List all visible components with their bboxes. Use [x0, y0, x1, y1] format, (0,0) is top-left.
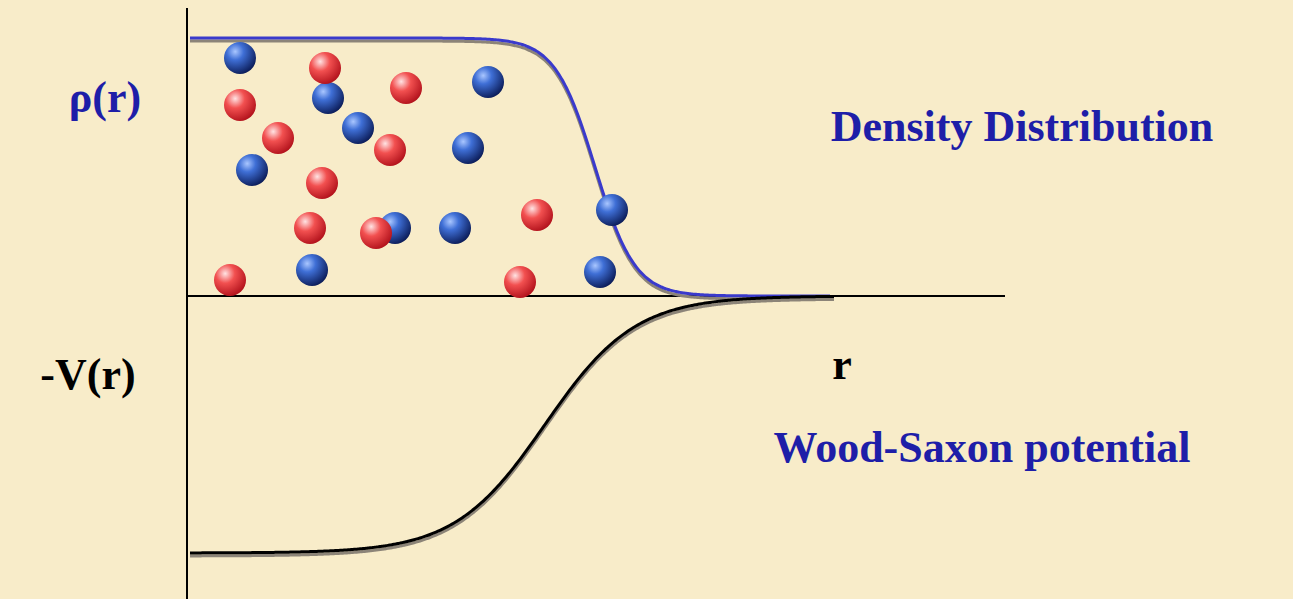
neutron-ball: [439, 212, 471, 244]
axis-label: Density Distribution: [831, 103, 1214, 151]
axis-label: r: [832, 341, 852, 389]
neutron-ball: [452, 132, 484, 164]
density-curve: [190, 38, 830, 296]
curve-shadow: [190, 41, 830, 299]
neutron-ball: [596, 194, 628, 226]
potential-curve: [190, 296, 834, 552]
neutron-ball: [296, 254, 328, 286]
proton-ball: [224, 89, 256, 121]
neutron-ball: [342, 112, 374, 144]
neutron-ball: [472, 66, 504, 98]
proton-ball: [214, 264, 246, 296]
axis-label: -V(r): [40, 351, 135, 399]
curve-shadow: [190, 299, 834, 555]
proton-ball: [309, 52, 341, 84]
neutron-ball: [224, 42, 256, 74]
proton-ball: [262, 122, 294, 154]
proton-ball: [294, 212, 326, 244]
proton-ball: [390, 72, 422, 104]
proton-ball: [374, 134, 406, 166]
proton-ball: [306, 167, 338, 199]
neutron-ball: [584, 256, 616, 288]
proton-ball: [360, 217, 392, 249]
proton-ball: [504, 266, 536, 298]
vertical-axis: [186, 8, 188, 599]
r-axis: [187, 295, 1005, 297]
axis-label: ρ(r): [69, 74, 141, 122]
axis-label: Wood-Saxon potential: [774, 424, 1191, 472]
neutron-ball: [312, 82, 344, 114]
proton-ball: [521, 199, 553, 231]
neutron-ball: [236, 154, 268, 186]
